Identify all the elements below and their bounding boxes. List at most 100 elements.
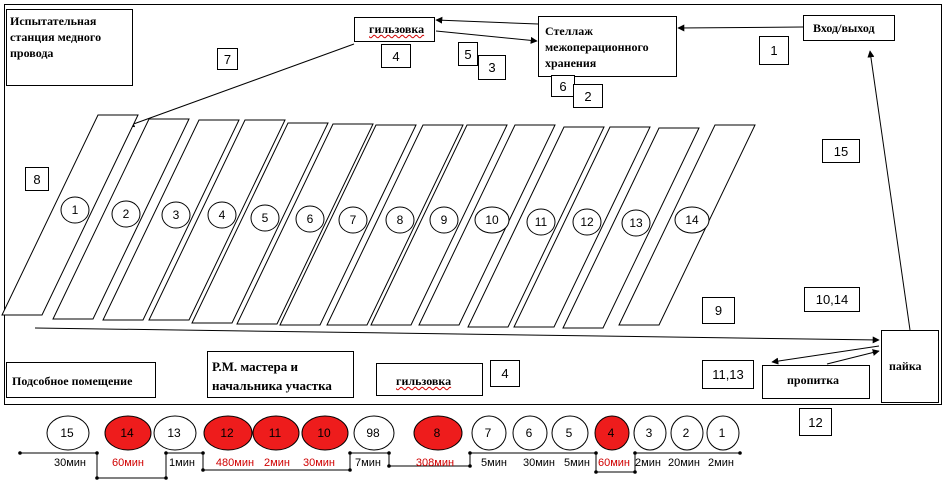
sequence-step-1: 1 <box>706 415 740 451</box>
gilzovka-top-room: гильзовка <box>354 17 435 42</box>
sequence-step-2: 2 <box>670 415 704 451</box>
workbench-9: 9 <box>370 124 508 326</box>
timeline-node <box>164 451 168 455</box>
workbench-13-number: 13 <box>629 216 643 230</box>
sequence-step-3-circle <box>633 415 667 451</box>
step-label-9: 9 <box>702 297 735 324</box>
workbench-1-marker <box>60 196 90 224</box>
step-label-1: 1 <box>759 36 789 65</box>
duration-1: 30мин <box>54 457 86 469</box>
timeline-node <box>738 451 742 455</box>
sequence-step-98-circle <box>353 415 395 451</box>
impregnation-room: пропитка <box>762 365 870 399</box>
rack-room: Стеллаж межоперационного хранения <box>538 16 677 77</box>
duration-15: 2мин <box>708 457 734 469</box>
arrow-gilzovka-to-rack <box>435 30 538 44</box>
workbench-7-marker <box>338 206 368 234</box>
sequence-step-15-label: 15 <box>60 426 74 440</box>
step-label-4-bottom: 4 <box>490 360 520 387</box>
timeline-node <box>164 476 168 480</box>
duration-6: 30мин <box>303 457 335 469</box>
soldering-label: пайка <box>889 359 922 373</box>
sequence-step-11: 11 <box>252 415 300 451</box>
aux-room: Подсобное помещение <box>6 362 156 398</box>
workbench-6-marker <box>295 205 325 233</box>
workbench-3-number: 3 <box>173 208 180 222</box>
master-office-label: Р.М. мастера и начальника участка <box>212 359 332 393</box>
test-station-room: Испытательная станция медного провода <box>6 9 133 86</box>
duration-13: 2мин <box>635 457 661 469</box>
arrow-soldering-to-impregnation <box>771 345 880 365</box>
workbench-4-number: 4 <box>219 208 226 222</box>
gilzovka-bottom-room: гильзовка <box>376 363 483 396</box>
duration-9: 5мин <box>481 457 507 469</box>
step-label-10-14: 10,14 <box>804 287 860 312</box>
timeline-node <box>387 464 391 468</box>
step-label-12: 12 <box>799 408 832 436</box>
sequence-step-2-circle <box>670 415 704 451</box>
workbench-8-marker <box>385 206 415 234</box>
duration-3: 1мин <box>169 457 195 469</box>
gilzovka-top-label: гильзовка <box>369 22 425 36</box>
sequence-step-6-circle <box>512 415 548 451</box>
workbench-7-number: 7 <box>350 213 357 227</box>
workbench-1-number: 1 <box>72 203 79 217</box>
arrow-entrance-to-rack <box>677 24 804 32</box>
test-station-label: Испытательная станция медного провода <box>10 14 102 60</box>
step-label-8: 8 <box>25 167 49 191</box>
workbench-14: 14 <box>618 124 756 326</box>
workbench-11: 11 <box>467 126 605 328</box>
workbench-6-number: 6 <box>307 212 314 226</box>
workbench-13: 13 <box>562 127 700 329</box>
entrance-room: Вход/выход <box>803 15 895 41</box>
sequence-step-14-circle <box>104 415 152 451</box>
sequence-step-6: 6 <box>512 415 548 451</box>
sequence-step-12: 12 <box>203 415 253 451</box>
workbench-2-marker <box>111 200 141 228</box>
sequence-step-7-label: 7 <box>485 426 492 440</box>
workbench-11-number: 11 <box>535 215 548 229</box>
workbench-3-marker <box>161 201 191 229</box>
step-label-11-13: 11,13 <box>702 360 754 389</box>
step-label-3: 3 <box>478 55 506 80</box>
timeline-node <box>468 451 472 455</box>
workbench-9-number: 9 <box>441 213 448 227</box>
arrow-impregnation-to-soldering <box>826 349 880 365</box>
sequence-step-7: 7 <box>471 415 507 451</box>
workbench-1: 1 <box>1 114 139 316</box>
sequence-step-5-circle <box>551 415 589 451</box>
workbench-14-number: 14 <box>685 213 699 227</box>
timeline-node <box>95 476 99 480</box>
sequence-step-10: 10 <box>301 415 349 451</box>
sequence-step-98: 98 <box>353 415 395 451</box>
sequence-step-8: 8 <box>413 415 463 451</box>
sequence-step-14-label: 14 <box>120 426 134 440</box>
aux-room-label: Подсобное помещение <box>12 374 133 388</box>
workbench-5-marker <box>250 204 280 232</box>
sequence-step-5: 5 <box>551 415 589 451</box>
sequence-step-4: 4 <box>594 415 630 451</box>
duration-10: 30мин <box>523 457 555 469</box>
soldering-room: пайка <box>881 330 939 403</box>
workbench-4-marker <box>207 201 237 229</box>
sequence-step-12-circle <box>203 415 253 451</box>
master-office: Р.М. мастера и начальника участка <box>207 351 354 398</box>
workbench-12-marker <box>572 208 602 236</box>
timeline-node <box>633 470 637 474</box>
duration-14: 20мин <box>668 457 700 469</box>
workbench-5-number: 5 <box>262 211 269 225</box>
step-label-15: 15 <box>822 139 860 163</box>
duration-2: 60мин <box>112 457 144 469</box>
gilzovka-bottom-label: гильзовка <box>396 374 452 388</box>
sequence-step-10-label: 10 <box>317 426 331 440</box>
workbench-10: 10 <box>418 124 556 326</box>
sequence-step-98-label: 98 <box>366 426 380 440</box>
workbench-2-number: 2 <box>123 207 130 221</box>
sequence-step-15: 15 <box>46 415 90 451</box>
timeline-node <box>201 451 205 455</box>
timeline-node <box>201 468 205 472</box>
step-label-2: 2 <box>573 84 603 108</box>
workbench-3: 3 <box>102 119 240 321</box>
